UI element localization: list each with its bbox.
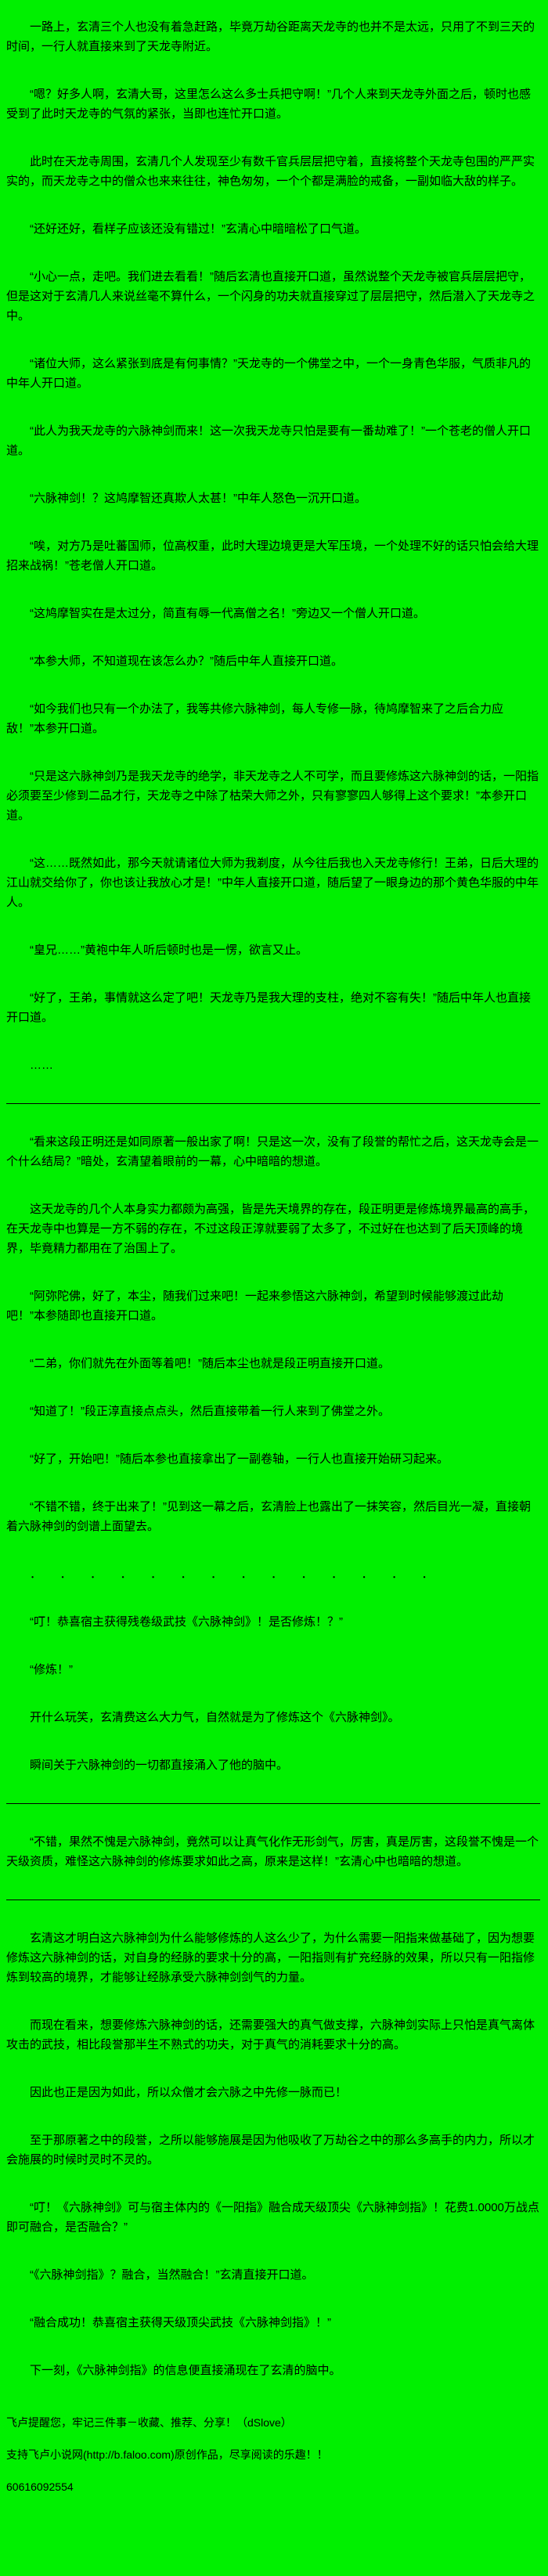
paragraph: “不错，果然不愧是六脉神剑，竟然可以让真气化作无形剑气，厉害，真是厉害，这段誉不… [6, 1835, 539, 1868]
paragraph: “知道了！”段正淳直接点点头，然后直接带着一行人来到了佛堂之外。 [30, 1405, 390, 1418]
paragraph: “诸位大师，这么紧张到底是有何事情？”天龙寺的一个佛堂之中，一个一身青色华服，气… [6, 357, 531, 390]
paragraph: 玄清这才明白这六脉神剑为什么能够修炼的人这么少了，为什么需要一阳指来做基础了，因… [6, 1932, 535, 1984]
paragraph: “嗯？好多人啊，玄清大哥，这里怎么这么多士兵把守啊！”几个人来到天龙寺外面之后，… [6, 88, 531, 121]
paragraph: “六脉神剑！？这鸠摩智还真欺人太甚！”中年人怒色一沉开口道。 [30, 492, 366, 505]
paragraph: 下一刻，《六脉神剑指》的信息便直接涌现在了玄清的脑中。 [30, 2364, 341, 2377]
paragraph: “这……既然如此，那今天就请诸位大师为我剃度，从今往后我也入天龙寺修行！王弟，日… [6, 857, 539, 909]
paragraph: “好了，开始吧！”随后本参也直接拿出了一副卷轴，一行人也直接开始研习起来。 [30, 1452, 449, 1466]
paragraph: “看来这段正明还是如同原著一般出家了啊！只是这一次，没有了段誉的帮忙之后，这天龙… [6, 1135, 539, 1168]
faloo-reminder: 飞卢提醒您，牢记三件事－收藏、推荐、分享！（dSlove） [6, 2416, 292, 2429]
paragraph: “《六脉神剑指》？融合，当然融合！”玄清直接开口道。 [30, 2268, 314, 2282]
paragraph: “叮！《六脉神剑》可与宿主体内的《一阳指》融合成天级顶尖《六脉神剑指》！花费1.… [6, 2201, 539, 2234]
paragraph: “只是这六脉神剑乃是我天龙寺的绝学，非天龙寺之人不可学，而且要修炼这六脉神剑的话… [6, 770, 539, 822]
paragraph: “这鸠摩智实在是太过分，简直有辱一代高僧之名！”旁边又一个僧人开口道。 [30, 607, 425, 620]
paragraph: “叮！恭喜宿主获得残卷级武技《六脉神剑》！是否修炼！？” [30, 1615, 343, 1629]
paragraph: “本参大师，不知道现在该怎么办？”随后中年人直接开口道。 [30, 655, 343, 668]
paragraph: “修炼！” [30, 1663, 73, 1676]
paragraph: ． ． ． ． ． ． ． ． ． ． ． ． ． ． [30, 1568, 440, 1581]
paragraph: 一路上，玄清三个人也没有着急赶路，毕竟万劫谷距离天龙寺的也并不是太远，只用了不到… [6, 20, 535, 53]
paragraph: “融合成功！恭喜宿主获得天级顶尖武技《六脉神剑指》！” [30, 2316, 331, 2329]
paragraph: 这天龙寺的几个人本身实力都颇为高强，皆是先天境界的存在，段正明更是修炼境界最高的… [6, 1203, 535, 1255]
page-code: 60616092554 [6, 2480, 74, 2493]
paragraph: “皇兄……”黄袍中年人听后顿时也是一愣，欲言又止。 [30, 943, 308, 957]
novel-content: 一路上，玄清三个人也没有着急赶路，毕竟万劫谷距离天龙寺的也并不是太远，只用了不到… [6, 20, 540, 2377]
paragraph: 此时在天龙寺周围，玄清几个人发现至少有数千官兵层层把守着，直接将整个天龙寺包围的… [6, 155, 535, 188]
faloo-support-link[interactable]: 支持飞卢小说网(http://b.faloo.com)原创作品，尽享阅读的乐趣！… [6, 2448, 328, 2461]
paragraph: “阿弥陀佛，好了，本尘，随我们过来吧！一起来参悟这六脉神剑，希望到时候能够渡过此… [6, 1290, 503, 1322]
paragraph: “唉，对方乃是吐蕃国师，位高权重，此时大理边境更是大军压境，一个处理不好的话只怕… [6, 539, 539, 572]
divider [6, 1103, 540, 1104]
paragraph: “如今我们也只有一个办法了，我等共修六脉神剑，每人专修一脉，待鸠摩智来了之后合力… [6, 702, 503, 735]
paragraph: “还好还好，看样子应该还没有错过！”玄清心中暗暗松了口气道。 [30, 222, 366, 236]
paragraph: 开什么玩笑，玄清费这么大力气，自然就是为了修炼这个《六脉神剑》。 [30, 1711, 400, 1724]
paragraph: “小心一点，走吧。我们进去看看！”随后玄清也直接开口道，虽然说整个天龙寺被官兵层… [6, 270, 535, 323]
paragraph: 至于那原著之中的段誉，之所以能够施展是因为他吸收了万劫谷之中的那么多高手的内力，… [6, 2134, 535, 2167]
divider [6, 1803, 540, 1804]
page-footer: 飞卢提醒您，牢记三件事－收藏、推荐、分享！（dSlove） 支持飞卢小说网(ht… [0, 2408, 548, 2522]
paragraph: “二弟，你们就先在外面等着吧！”随后本尘也就是段正明直接开口道。 [30, 1357, 390, 1370]
novel-page: { "page": { "background_color": "#00f000… [0, 20, 548, 2522]
paragraph: 瞬间关于六脉神剑的一切都直接涌入了他的脑中。 [30, 1759, 289, 1772]
paragraph: 因此也正是因为如此，所以众僧才会六脉之中先修一脉而已！ [30, 2086, 348, 2099]
paragraph: …… [30, 1059, 53, 1072]
paragraph: “好了，王弟，事情就这么定了吧！天龙寺乃是我大理的支柱，绝对不容有失！”随后中年… [6, 991, 531, 1024]
paragraph: “此人为我天龙寺的六脉神剑而来！这一次我天龙寺只怕是要有一番劫难了！”一个苍老的… [6, 424, 531, 457]
paragraph: “不错不错，终于出来了！”见到这一幕之后，玄清脸上也露出了一抹笑容，然后目光一凝… [6, 1500, 531, 1533]
paragraph: 而现在看来，想要修炼六脉神剑的话，还需要强大的真气做支撑，六脉神剑实际上只怕是真… [6, 2019, 535, 2051]
